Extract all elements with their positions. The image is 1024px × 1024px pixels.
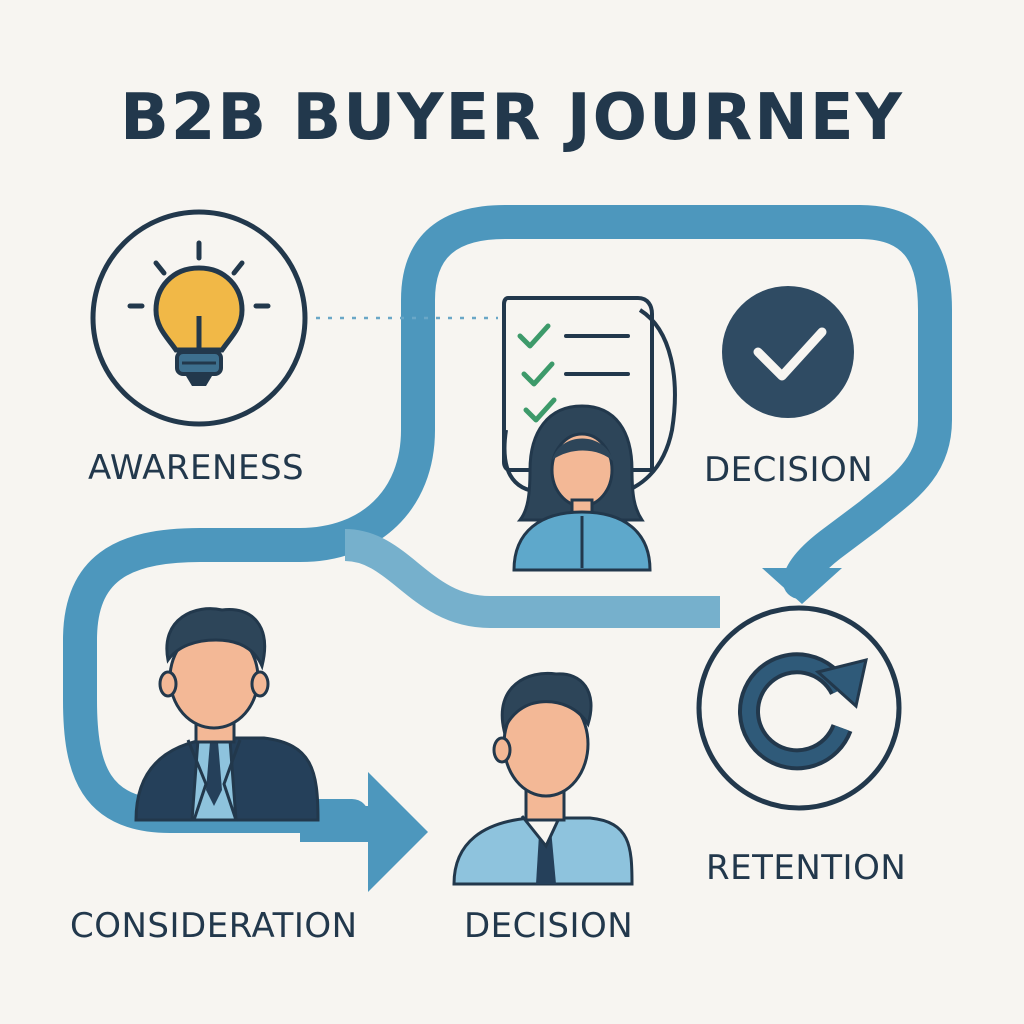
businessman-icon bbox=[134, 607, 320, 822]
checkmark-icon bbox=[753, 327, 827, 381]
check-row bbox=[517, 323, 630, 349]
retention-badge bbox=[696, 605, 902, 811]
stage-label-decision-top: DECISION bbox=[704, 450, 874, 490]
stage-label-retention: RETENTION bbox=[706, 848, 907, 888]
journey-path-branch bbox=[343, 529, 720, 628]
awareness-badge bbox=[90, 209, 308, 427]
refresh-icon bbox=[738, 652, 868, 771]
stage-label-awareness: AWARENESS bbox=[88, 448, 305, 488]
diagram-title: B2B BUYER JOURNEY bbox=[120, 81, 904, 155]
arrow-down-icon bbox=[762, 568, 842, 604]
journey-path bbox=[63, 205, 952, 833]
lightbulb-icon bbox=[127, 240, 271, 386]
decision-top-badge bbox=[722, 286, 854, 418]
stage-label-decision-bottom: DECISION bbox=[464, 906, 634, 946]
check-row bbox=[521, 361, 630, 387]
buyer-icon bbox=[452, 671, 634, 886]
stage-label-consideration: CONSIDERATION bbox=[70, 906, 358, 946]
check-row bbox=[523, 397, 557, 423]
arrow-right-icon bbox=[368, 772, 428, 892]
woman-avatar-icon bbox=[512, 404, 652, 572]
journey-path-main bbox=[63, 205, 952, 833]
